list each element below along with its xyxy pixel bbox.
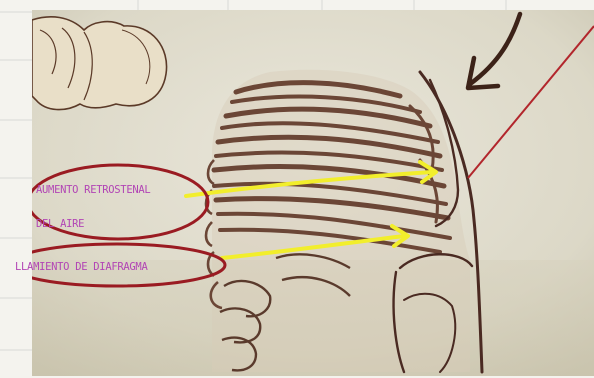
vertebra-bone: [32, 17, 167, 110]
label-retrosternal-line1: AUMENTO RETROSTENAL: [36, 182, 150, 199]
label-retrosternal-line2: DEL AIRE: [36, 216, 84, 233]
label-diaphragm: LLAMIENTO DE DIAFRAGMA: [15, 259, 147, 276]
